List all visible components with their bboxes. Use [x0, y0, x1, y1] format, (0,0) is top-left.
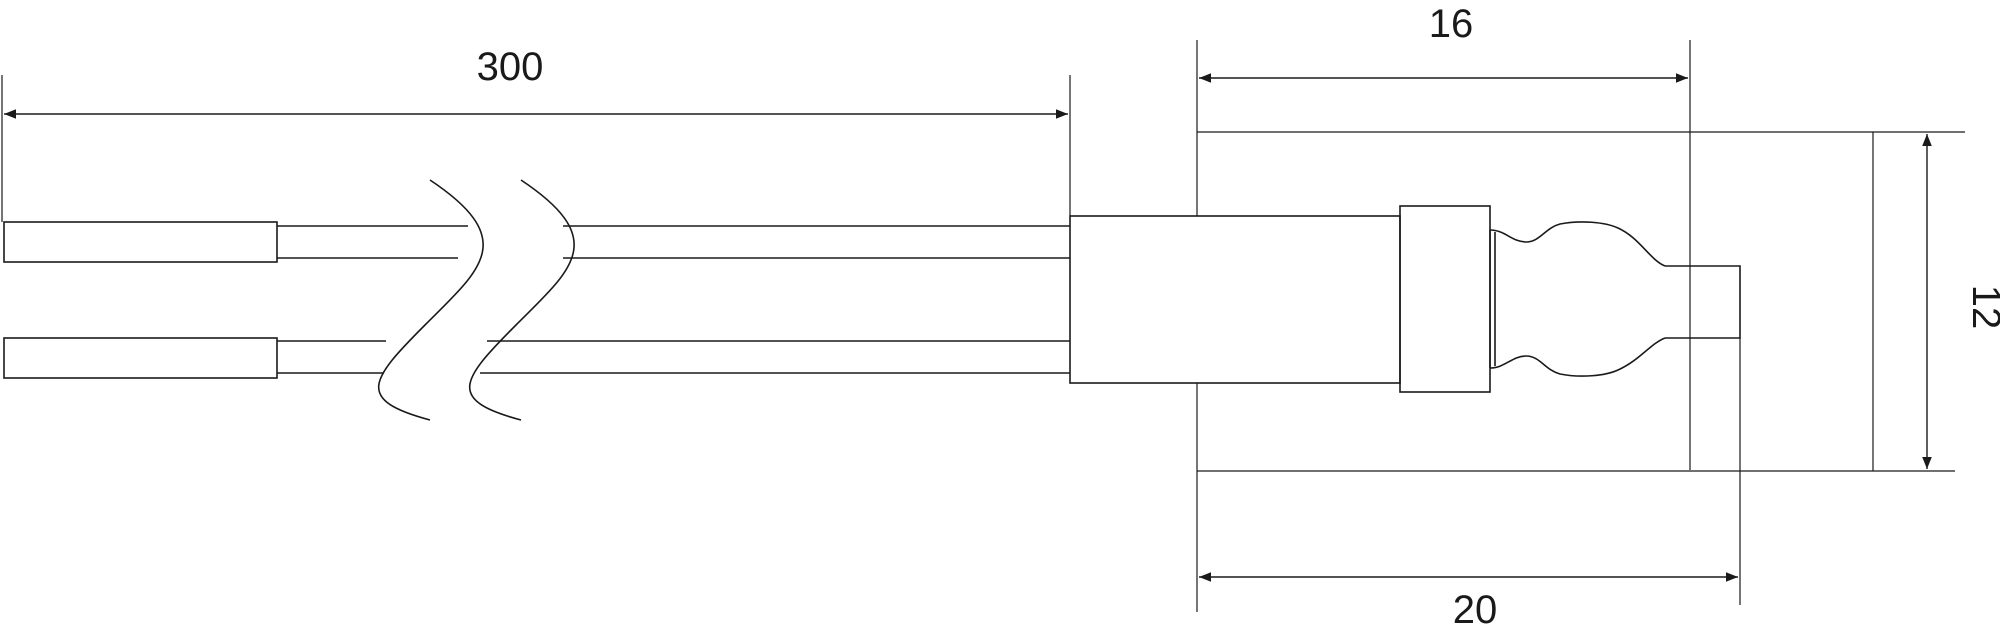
dim-label-16: 16: [1429, 2, 1474, 46]
crimp-neck-lower: [1489, 337, 1666, 377]
dim-label-20: 20: [1453, 588, 1498, 632]
dimension-lines: [4, 73, 1932, 582]
upper-wire-sleeve: [3, 221, 278, 263]
upper-wire: [277, 225, 1070, 259]
dim-label-12: 12: [1964, 285, 2000, 330]
tip-pin: [1665, 265, 1741, 339]
collar-shoulder: [1489, 230, 1496, 368]
extension-lines: [1, 40, 1965, 612]
lower-wire: [277, 340, 1070, 374]
crimp-neck-upper: [1489, 221, 1666, 267]
break-mark-left: [377, 179, 484, 421]
dim-label-300: 300: [477, 45, 544, 89]
body-block: [1069, 215, 1401, 384]
sensor-body: [1069, 205, 1741, 393]
lead-wires: [3, 179, 1070, 421]
break-mark-right: [468, 179, 575, 421]
lower-wire-sleeve: [3, 337, 278, 379]
collar: [1399, 205, 1491, 393]
